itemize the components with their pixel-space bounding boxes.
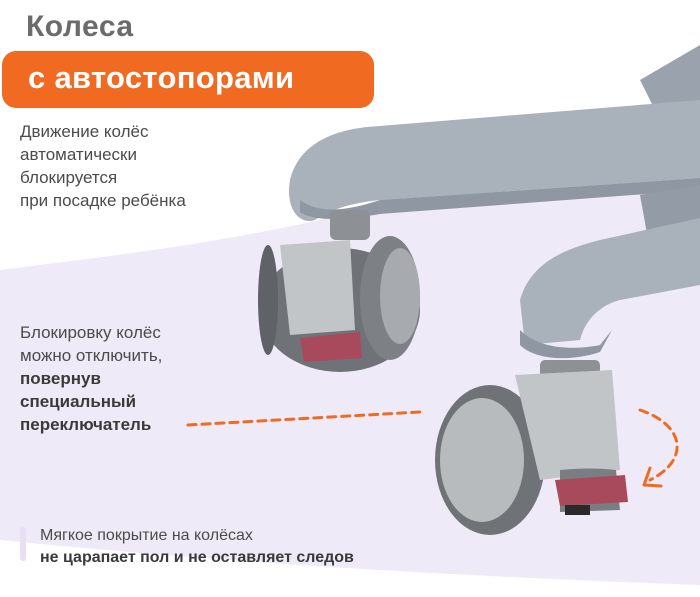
note-text: Мягкое покрытие на колёсах не царапает п… — [40, 527, 354, 566]
note-accent-bar — [20, 527, 26, 561]
feature-badge: с автостопорами — [2, 51, 374, 108]
feature-badge-label: с автостопорами — [28, 60, 295, 95]
feature-text-auto-lock: Движение колёс автоматически блокируется… — [20, 122, 186, 210]
feature-text-disable-lock: Блокировку колёс можно отключить, поверн… — [20, 323, 163, 434]
page-title: Колеса — [26, 10, 134, 43]
